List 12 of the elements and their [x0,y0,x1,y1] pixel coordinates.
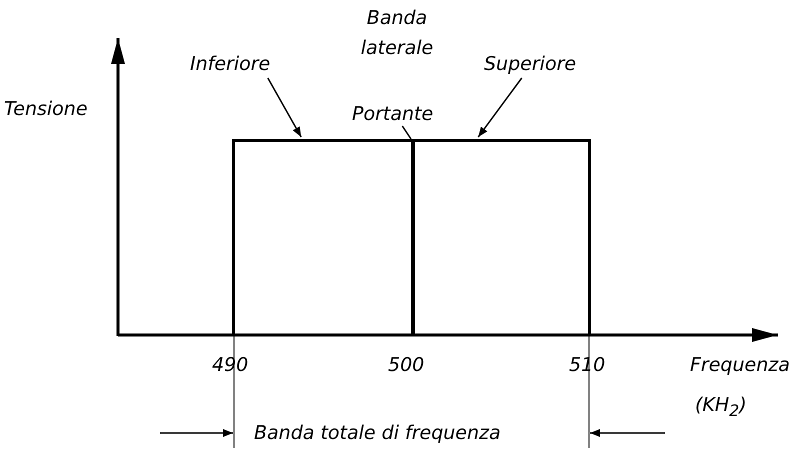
band-label: Inferiore [190,53,270,75]
leader-line [402,126,412,140]
unit-label: (KH$_{2}$) [695,394,747,422]
arrow [478,78,522,138]
carrier-label: Portante [352,103,434,125]
arrow [267,78,302,138]
axis-label: Frequenza [690,354,790,376]
tick-label: 500 [388,354,424,376]
band-label: Superiore [484,53,576,75]
band-title: Banda laterale [360,6,434,61]
axis-label: Tensione [4,98,88,120]
dimension-label: Banda totale di frequenza [254,422,501,444]
